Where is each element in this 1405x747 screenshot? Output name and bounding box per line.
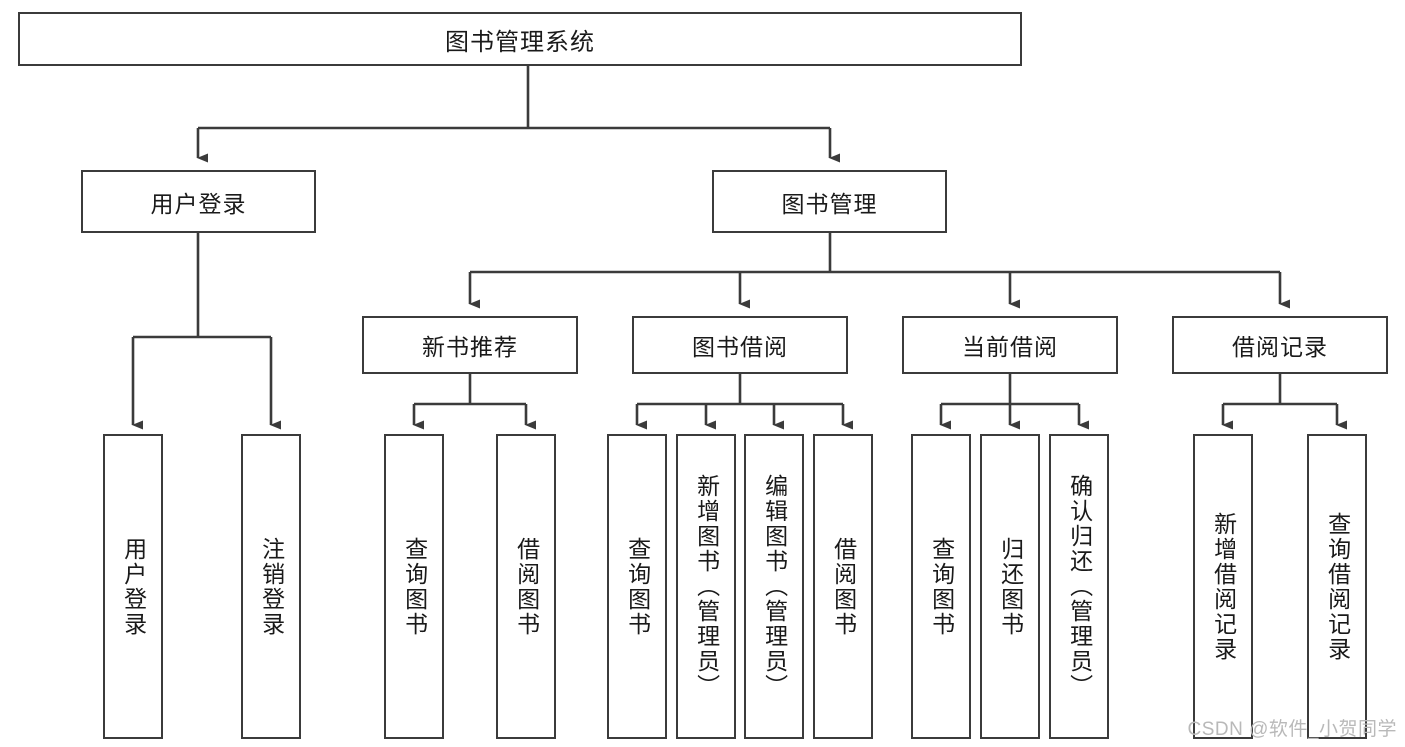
node-new-book-recommend[interactable]: 新书推荐 (362, 316, 578, 374)
node-book-borrow[interactable]: 图书借阅 (632, 316, 848, 374)
leaf-label: 用户登录 (120, 536, 147, 637)
node-book-management[interactable]: 图书管理 (712, 170, 947, 233)
leaf-borrow-edit-book-admin[interactable]: 编辑图书（管理员） (744, 434, 804, 739)
leaf-label: 借阅图书 (830, 536, 857, 637)
leaf-record-add-record[interactable]: 新增借阅记录 (1193, 434, 1253, 739)
leaf-borrow-query-book[interactable]: 查询图书 (607, 434, 667, 739)
leaf-recommend-query-book[interactable]: 查询图书 (384, 434, 444, 739)
leaf-user-login-signin[interactable]: 用户登录 (103, 434, 163, 739)
leaf-borrow-borrow-book[interactable]: 借阅图书 (813, 434, 873, 739)
node-borrow-record[interactable]: 借阅记录 (1172, 316, 1388, 374)
leaf-label: 新增图书（管理员） (693, 474, 720, 699)
csdn-watermark: CSDN @软件_小贺同学 (1187, 719, 1397, 740)
leaf-current-confirm-return-admin[interactable]: 确认归还（管理员） (1049, 434, 1109, 739)
leaf-record-query-record[interactable]: 查询借阅记录 (1307, 434, 1367, 739)
node-root-system[interactable]: 图书管理系统 (18, 12, 1022, 66)
leaf-label: 查询借阅记录 (1324, 511, 1351, 662)
leaf-label: 借阅图书 (513, 536, 540, 637)
leaf-label: 确认归还（管理员） (1066, 474, 1093, 699)
node-current-borrow[interactable]: 当前借阅 (902, 316, 1118, 374)
node-user-login[interactable]: 用户登录 (81, 170, 316, 233)
leaf-label: 编辑图书（管理员） (761, 474, 788, 699)
leaf-recommend-borrow-book[interactable]: 借阅图书 (496, 434, 556, 739)
leaf-current-query-book[interactable]: 查询图书 (911, 434, 971, 739)
leaf-label: 归还图书 (997, 536, 1024, 637)
leaf-user-login-signout[interactable]: 注销登录 (241, 434, 301, 739)
leaf-label: 查询图书 (624, 536, 651, 637)
leaf-label: 查询图书 (401, 536, 428, 637)
leaf-current-return-book[interactable]: 归还图书 (980, 434, 1040, 739)
leaf-label: 注销登录 (258, 536, 285, 637)
leaf-borrow-add-book-admin[interactable]: 新增图书（管理员） (676, 434, 736, 739)
leaf-label: 新增借阅记录 (1210, 511, 1237, 662)
leaf-label: 查询图书 (928, 536, 955, 637)
